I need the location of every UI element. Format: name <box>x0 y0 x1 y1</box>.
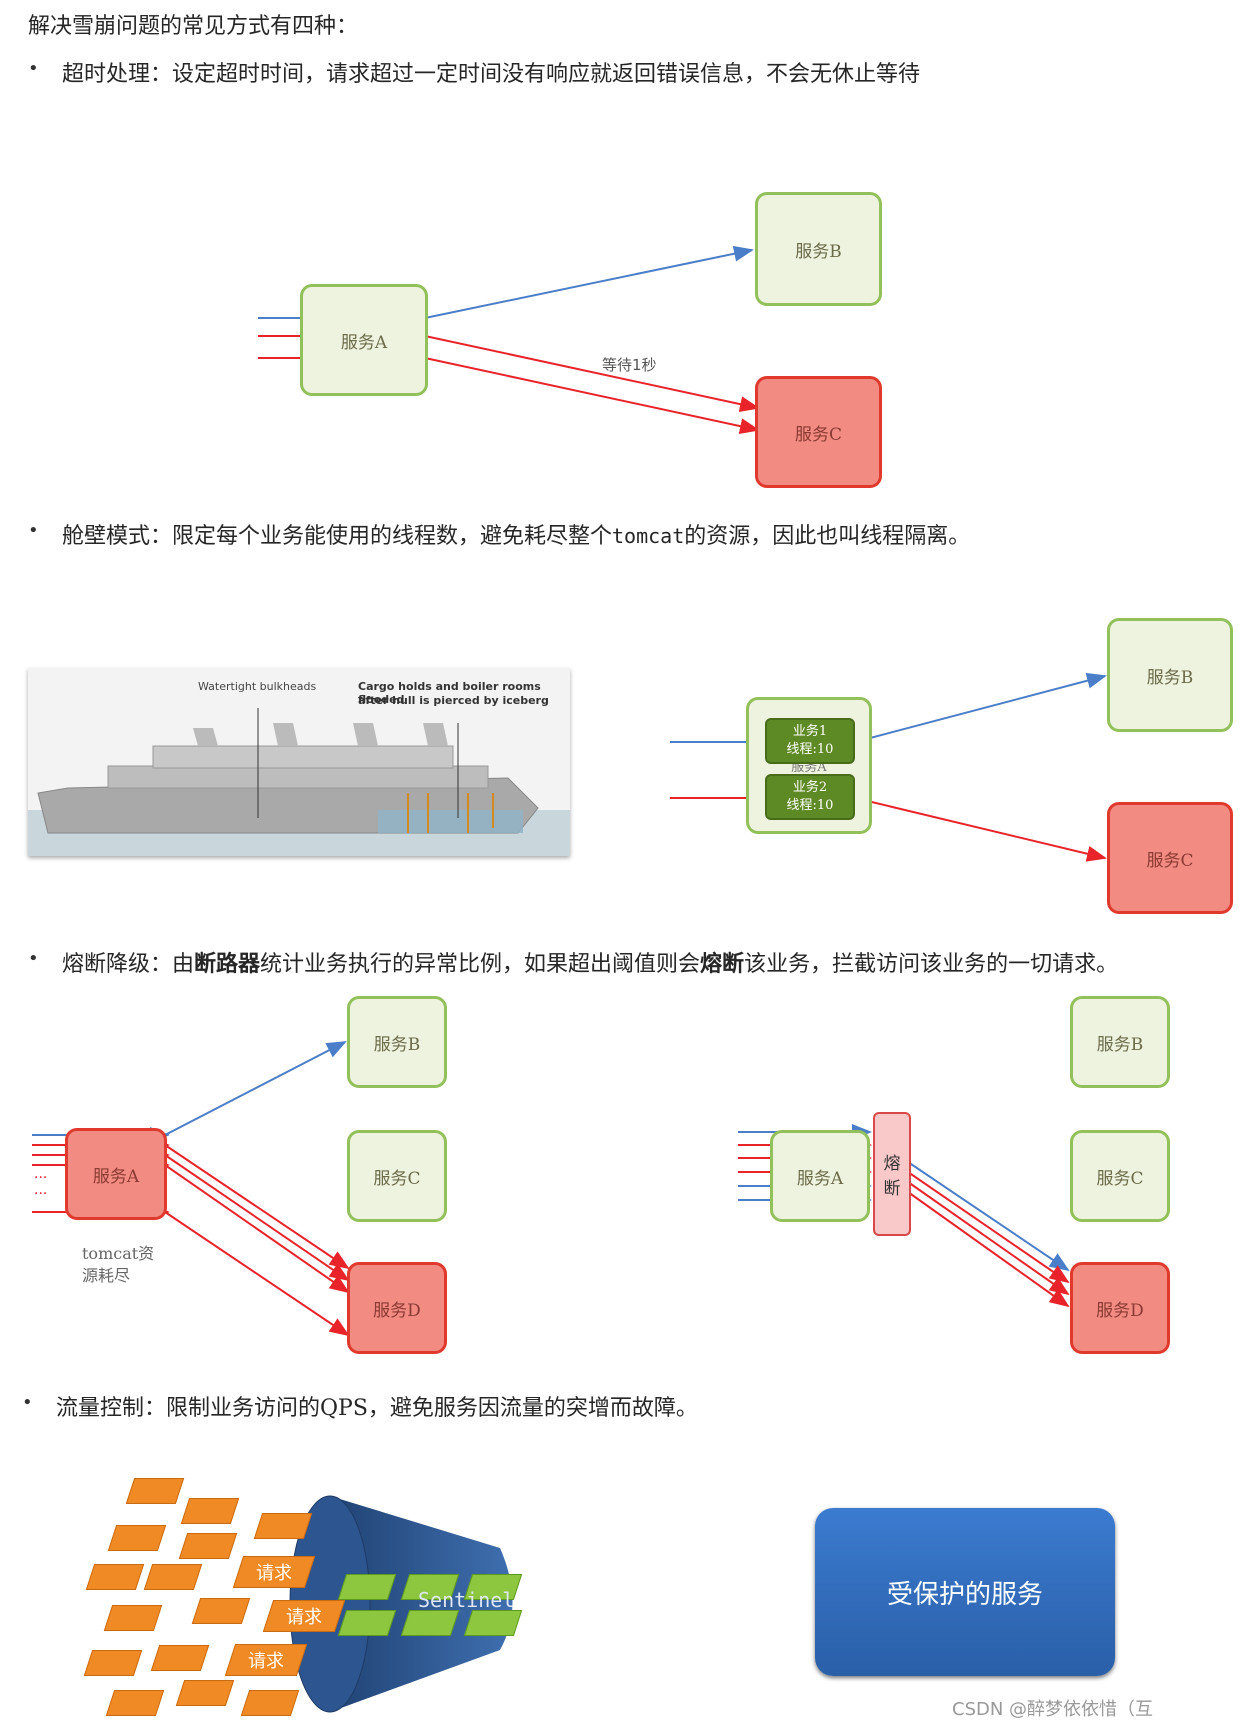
sentinel-label: Sentinel <box>418 1588 515 1612</box>
biz2-label: 业务2 <box>792 780 828 795</box>
request-brick <box>178 1533 238 1559</box>
watermark: CSDN @醉梦依依惜（互 <box>952 1699 1154 1720</box>
dots-2: ··· <box>34 1186 48 1202</box>
service-c-box: 服务C <box>347 1130 447 1222</box>
passed-brick <box>337 1574 397 1600</box>
service-a-box: 服务A <box>65 1128 167 1220</box>
request-brick <box>85 1564 145 1590</box>
biz2-box: 业务2 线程:10 <box>765 774 855 820</box>
request-brick <box>240 1690 300 1716</box>
passed-brick <box>337 1610 397 1636</box>
protected-service-box: 受保护的服务 <box>815 1508 1115 1676</box>
service-b-box: 服务B <box>347 996 447 1088</box>
service-c-box: 服务C <box>755 376 882 488</box>
request-label-1: 请求 <box>232 1556 316 1588</box>
wait-label: 等待1秒 <box>602 356 657 374</box>
ship-graphic <box>28 708 570 856</box>
request-brick <box>83 1650 143 1676</box>
service-b-box: 服务B <box>1107 618 1233 732</box>
request-label-2: 请求 <box>262 1600 346 1632</box>
ship-bulkhead-illustration: Watertight bulkheads Cargo holds and boi… <box>28 668 570 856</box>
service-a-box: 服务A <box>300 284 428 396</box>
tomcat-note-2: 源耗尽 <box>82 1266 131 1285</box>
passed-brick <box>463 1610 523 1636</box>
intro-text: 解决雪崩问题的常见方式有四种： <box>28 14 359 39</box>
biz2-threads: 线程:10 <box>786 798 834 813</box>
ship-label-flooded-1: Cargo holds and boiler rooms flooded <box>358 680 541 706</box>
service-c-box: 服务C <box>1070 1130 1170 1222</box>
circuit-breaker: 熔 断 <box>873 1112 911 1236</box>
request-brick <box>103 1605 163 1631</box>
bullet: • <box>28 948 39 969</box>
service-c-box: 服务C <box>1107 802 1233 914</box>
service-d-box: 服务D <box>347 1262 447 1354</box>
request-brick <box>150 1645 210 1671</box>
request-brick <box>107 1525 167 1551</box>
circuit-text: 熔断降级：由断路器统计业务执行的异常比例，如果超出阈值则会熔断该业务，拦截访问该… <box>62 951 1119 977</box>
service-a-box: 服务A <box>770 1130 870 1222</box>
service-b-box: 服务B <box>1070 996 1170 1088</box>
breaker-label-1: 熔 <box>883 1154 901 1174</box>
service-b-box: 服务B <box>755 192 882 306</box>
tomcat-note-1: tomcat资 <box>82 1244 155 1263</box>
request-brick <box>253 1513 313 1539</box>
request-brick <box>180 1498 240 1524</box>
breaker-label-2: 断 <box>883 1179 901 1199</box>
request-brick <box>191 1598 251 1624</box>
biz1-box: 业务1 线程:10 <box>765 718 855 764</box>
request-brick <box>125 1478 185 1504</box>
request-brick <box>175 1680 235 1706</box>
biz1-threads: 线程:10 <box>786 742 834 757</box>
ship-label-flooded-2: after hull is pierced by iceberg <box>358 694 549 707</box>
flow-text: 流量控制：限制业务访问的QPS，避免服务因流量的突增而故障。 <box>56 1396 698 1421</box>
bullet: • <box>28 58 39 79</box>
bullet: • <box>22 1392 33 1413</box>
request-label-3: 请求 <box>224 1644 308 1676</box>
bulkhead-text: 舱壁模式：限定每个业务能使用的线程数，避免耗尽整个tomcat的资源，因此也叫线… <box>62 524 971 549</box>
request-brick <box>105 1690 165 1716</box>
request-brick <box>143 1564 203 1590</box>
service-d-box: 服务D <box>1070 1262 1170 1354</box>
ship-label-bulkheads: Watertight bulkheads <box>198 680 317 693</box>
bullet: • <box>28 520 39 541</box>
biz1-label: 业务1 <box>792 724 828 739</box>
timeout-text: 超时处理：设定超时时间，请求超过一定时间没有响应就返回错误信息，不会无休止等待 <box>62 62 921 87</box>
dots-1: ··· <box>34 1170 48 1186</box>
passed-brick <box>400 1610 460 1636</box>
